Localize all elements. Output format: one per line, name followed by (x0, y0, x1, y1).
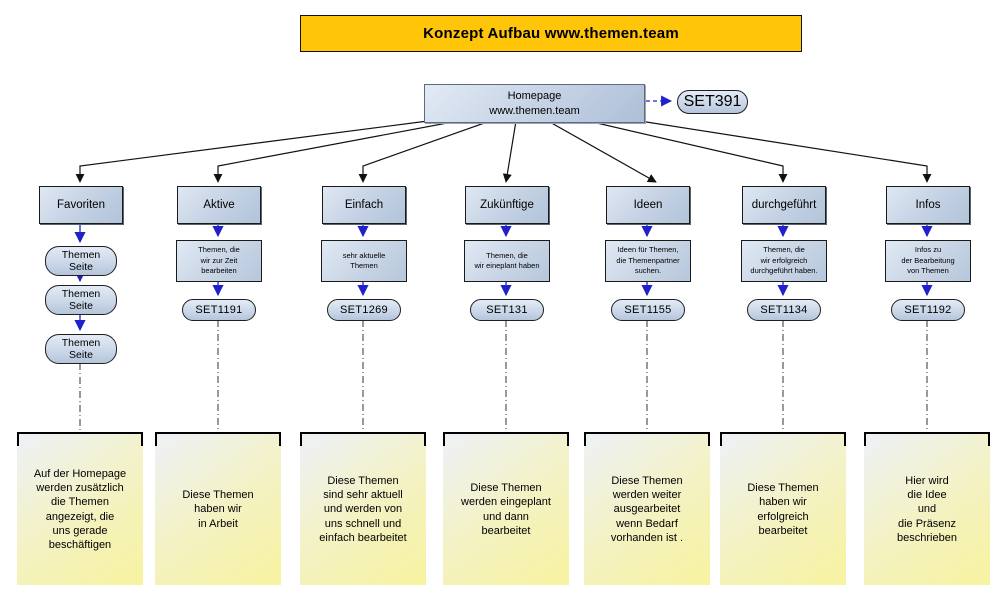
set-pill-ideen: SET1155 (611, 299, 685, 321)
category-label: Einfach (344, 199, 384, 211)
homepage-branch-arrows (75, 120, 932, 183)
category-box-favoriten: Favoriten (39, 186, 123, 224)
set-pill-label: SET131 (486, 304, 528, 316)
diagram-title: Konzept Aufbau www.themen.team (300, 15, 802, 52)
category-box-durchgefuehrt: durchgeführt (742, 186, 826, 224)
set-pill-homepage: SET391 (677, 90, 748, 114)
category-box-ideen: Ideen (606, 186, 690, 224)
set-pill-label: SET1191 (195, 304, 243, 316)
category-box-aktive: Aktive (177, 186, 261, 224)
set-pill-label: SET1192 (904, 304, 952, 316)
set-pill-label: SET1155 (624, 304, 672, 316)
set-pill-zukuenftige: SET131 (470, 299, 544, 321)
category-label: Aktive (203, 199, 235, 211)
category-label: durchgeführt (751, 199, 817, 211)
set-pill-homepage-label: SET391 (683, 93, 742, 110)
set-pill-infos: SET1192 (891, 299, 965, 321)
set-pill-label: SET1269 (340, 304, 388, 316)
category-label: Infos (915, 199, 941, 211)
category-box-einfach: Einfach (322, 186, 406, 224)
note-link-lines (79, 320, 928, 430)
set-pill-einfach: SET1269 (327, 299, 401, 321)
set-pill-label: SET1134 (760, 304, 808, 316)
set-pill-durchgefuehrt: SET1134 (747, 299, 821, 321)
category-label: Zukünftige (480, 199, 534, 211)
category-box-zukuenftige: Zukünftige (465, 186, 549, 224)
category-label: Ideen (633, 199, 663, 211)
category-box-infos: Infos (886, 186, 970, 224)
category-label: Favoriten (57, 199, 105, 211)
diagram-title-text: Konzept Aufbau www.themen.team (423, 25, 679, 42)
set-pill-aktive: SET1191 (182, 299, 256, 321)
